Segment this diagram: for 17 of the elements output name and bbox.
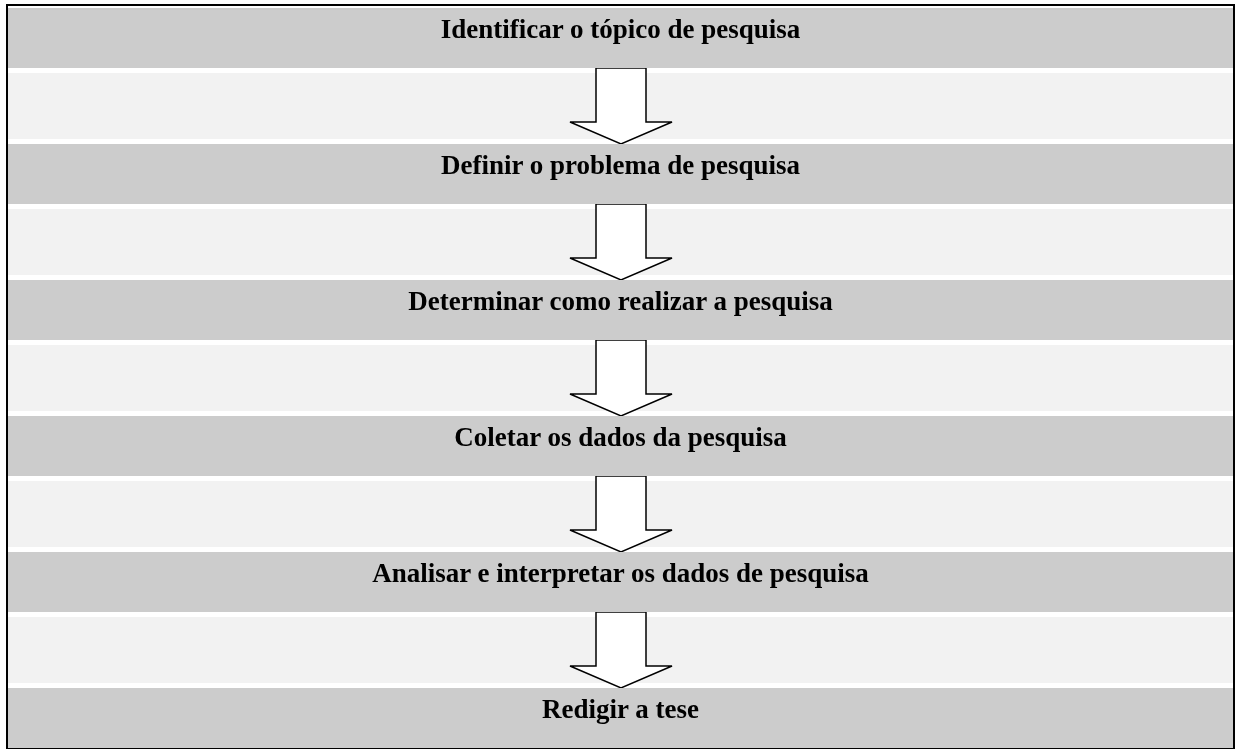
step-band xyxy=(8,552,1233,612)
step-band xyxy=(8,416,1233,476)
step-label: Definir o problema de pesquisa xyxy=(440,150,800,181)
step-label: Identificar o tópico de pesquisa xyxy=(440,14,801,45)
block-arrow xyxy=(569,475,673,553)
step-band xyxy=(8,688,1233,748)
step-band xyxy=(8,280,1233,340)
block-arrow xyxy=(569,203,673,281)
block-arrow xyxy=(569,611,673,689)
block-arrow xyxy=(569,67,673,145)
step-label: Coletar os dados da pesquisa xyxy=(454,422,787,453)
step-label: Determinar como realizar a pesquisa xyxy=(408,286,833,317)
step-band xyxy=(8,8,1233,68)
step-label: Redigir a tese xyxy=(542,694,699,725)
step-band xyxy=(8,144,1233,204)
block-arrow xyxy=(569,339,673,417)
step-label: Analisar e interpretar os dados de pesquisa xyxy=(372,558,869,589)
